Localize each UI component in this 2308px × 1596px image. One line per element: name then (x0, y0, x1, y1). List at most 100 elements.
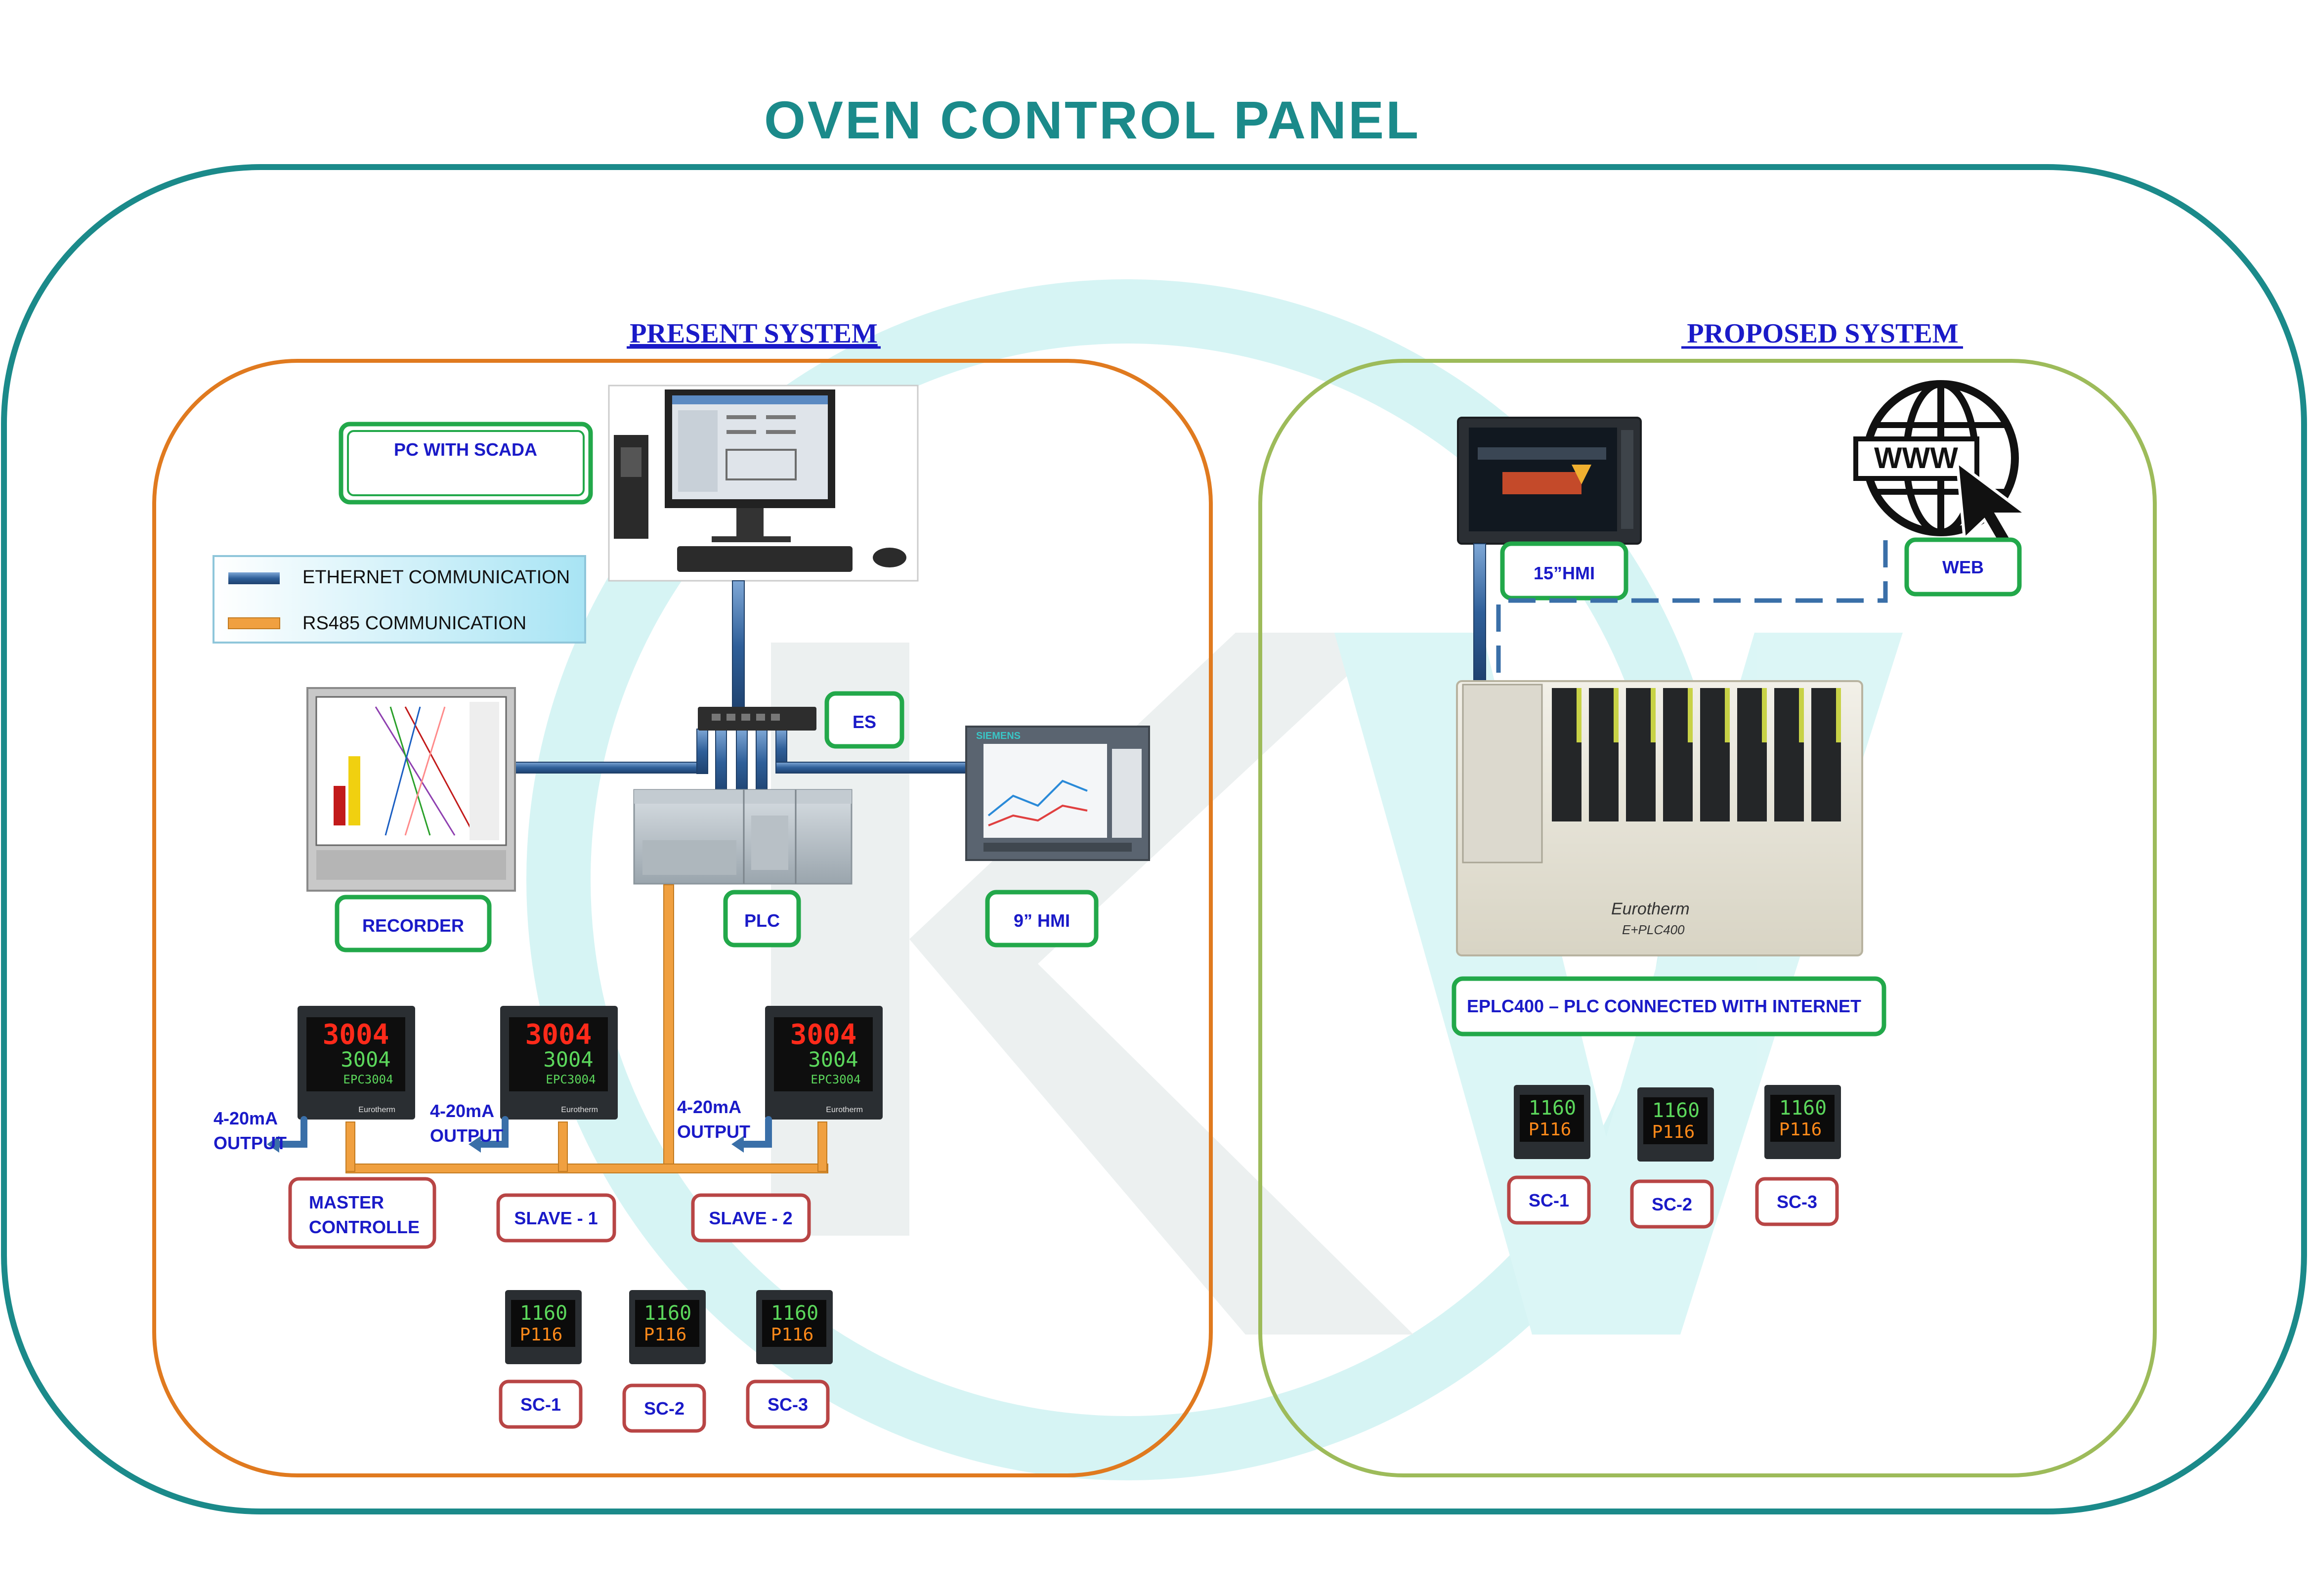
slave-1-brand: Eurotherm (561, 1106, 598, 1114)
hmi-15-image (1457, 417, 1642, 545)
proposed-sc-1-image: 1160 P116 (1514, 1085, 1590, 1159)
master-display-bottom: 3004 (341, 1047, 390, 1072)
master-controller-image: 3004 3004 EPC3004 Eurotherm (298, 1006, 415, 1120)
slave-2-display-bottom: 3004 (808, 1047, 858, 1072)
web-label: WEB (1942, 557, 1984, 577)
master-controller-label-line1: MASTER (309, 1192, 384, 1212)
present-sc-1-image: 1160 P116 (505, 1290, 582, 1364)
present-sc-1-label-box[interactable] (499, 1380, 583, 1429)
web-label-box[interactable] (1904, 537, 2022, 597)
plc-label-box[interactable] (723, 890, 801, 948)
hmi-15-label-box[interactable] (1500, 541, 1628, 601)
slave-1-display-bottom: 3004 (543, 1047, 593, 1072)
eplc400-model: E+PLC400 (1622, 922, 1685, 937)
es-label-box[interactable] (824, 691, 904, 749)
slave-2-display-top: 3004 (790, 1019, 857, 1051)
www-globe-icon: WWW (1853, 380, 2031, 552)
proposed-sc-2-display-top: 1160 (1652, 1099, 1700, 1122)
ethernet-switch-image (698, 707, 816, 731)
proposed-sc-2-label-box[interactable] (1630, 1179, 1714, 1229)
hmi-9-label-box[interactable] (985, 890, 1099, 948)
proposed-sc-3-display-top: 1160 (1779, 1097, 1827, 1120)
present-sc-2-display-top: 1160 (644, 1302, 691, 1325)
eplc400-brand: Eurotherm (1611, 900, 1690, 918)
slave-1-display-top: 3004 (525, 1019, 592, 1051)
slave-2-label-box[interactable] (691, 1193, 811, 1243)
present-sc-1-display-bottom: P116 (520, 1325, 563, 1345)
proposed-sc-1-display-bottom: P116 (1529, 1120, 1572, 1140)
legend-rs485-swatch (228, 617, 280, 629)
present-sc-2-display-bottom: P116 (644, 1325, 687, 1345)
present-system-panel (152, 359, 1213, 1477)
proposed-sc-1-display-top: 1160 (1529, 1097, 1576, 1120)
master-display-top: 3004 (323, 1019, 389, 1051)
analog-output-arrows (273, 1116, 772, 1148)
plc-label: PLC (744, 910, 780, 931)
eplc400-label-box[interactable] (1452, 976, 1886, 1036)
proposed-sc-3-label: SC-3 (1777, 1192, 1817, 1212)
present-sc-3-display-top: 1160 (771, 1302, 818, 1325)
slave-1-label: SLAVE - 1 (514, 1208, 598, 1228)
proposed-sc-1-label-box[interactable] (1507, 1175, 1591, 1225)
output-label-master-top: 4-20mA (214, 1108, 278, 1128)
present-sc-3-display-bottom: P116 (771, 1325, 814, 1345)
proposed-sc-3-display-bottom: P116 (1779, 1120, 1822, 1140)
slave-2-brand: Eurotherm (826, 1106, 863, 1114)
ethernet-links-present (510, 580, 967, 796)
output-label-slave1-top: 4-20mA (430, 1101, 494, 1121)
recorder-label: RECORDER (362, 915, 464, 936)
hmi-9-label: 9” HMI (1014, 910, 1070, 931)
present-system-heading[interactable]: PRESENT SYSTEM (630, 318, 878, 349)
slave-2-label: SLAVE - 2 (709, 1208, 792, 1228)
pc-label-inner-border (347, 430, 585, 496)
es-label: ES (853, 712, 876, 732)
legend-rs485-label: RS485 COMMUNICATION (302, 613, 526, 634)
master-display-model: EPC3004 (343, 1073, 393, 1086)
analog-output-arrowheads (267, 1136, 744, 1153)
present-sc-1-label: SC-1 (520, 1394, 561, 1415)
www-text: WWW (1874, 441, 1958, 474)
pc-with-scada-label-box[interactable] (339, 422, 593, 505)
proposed-sc-3-label-box[interactable] (1755, 1177, 1839, 1226)
proposed-system-heading[interactable]: PROPOSED SYSTEM (1687, 318, 1958, 349)
present-sc-1-display-top: 1160 (520, 1302, 567, 1325)
ethernet-link-hmi15-eplc (1473, 543, 1486, 683)
master-controller-label-box[interactable] (288, 1177, 436, 1249)
hmi-9-image: SIEMENS (965, 726, 1150, 861)
present-sc-3-label-box[interactable] (746, 1380, 830, 1429)
eplc400-image: Eurotherm E+PLC400 (1456, 680, 1863, 956)
proposed-system-panel (1258, 359, 2157, 1477)
present-sc-3-image: 1160 P116 (756, 1290, 833, 1364)
slave-1-display-model: EPC3004 (546, 1073, 596, 1086)
output-label-slave1-bottom: OUTPUT (430, 1125, 503, 1146)
proposed-sc-3-image: 1160 P116 (1764, 1085, 1841, 1159)
slave-2-controller-image: 3004 3004 EPC3004 Eurotherm (765, 1006, 883, 1120)
output-label-master-bottom: OUTPUT (214, 1133, 287, 1153)
outer-frame (1, 164, 2307, 1514)
page-title: OVEN CONTROL PANEL (764, 90, 1420, 150)
proposed-sc-2-display-bottom: P116 (1652, 1122, 1695, 1142)
slave-1-controller-image: 3004 3004 EPC3004 Eurotherm (500, 1006, 618, 1120)
proposed-sc-2-label: SC-2 (1652, 1194, 1692, 1214)
present-sc-3-label: SC-3 (768, 1394, 808, 1415)
slave-1-label-box[interactable] (496, 1193, 616, 1243)
hmi-9-brand: SIEMENS (976, 731, 1021, 741)
plc-image (633, 789, 853, 885)
master-brand: Eurotherm (358, 1106, 395, 1114)
eplc400-label: EPLC400 – PLC CONNECTED WITH INTERNET (1467, 996, 1861, 1016)
proposed-sc-2-image: 1160 P116 (1637, 1087, 1714, 1162)
output-label-slave2-bottom: OUTPUT (677, 1122, 750, 1142)
legend: ETHERNET COMMUNICATION RS485 COMMUNICATI… (213, 555, 586, 644)
slave-2-display-model: EPC3004 (811, 1073, 860, 1086)
proposed-sc-1-label: SC-1 (1529, 1190, 1569, 1210)
present-sc-2-label-box[interactable] (622, 1383, 706, 1433)
recorder-label-box[interactable] (335, 895, 492, 952)
output-label-slave2-top: 4-20mA (677, 1097, 741, 1117)
recorder-image (306, 687, 516, 892)
rs485-links (345, 884, 828, 1173)
present-sc-2-image: 1160 P116 (629, 1290, 706, 1364)
legend-ethernet-swatch (228, 572, 280, 584)
present-sc-2-label: SC-2 (644, 1398, 684, 1419)
internet-link-dashed (1496, 540, 1888, 682)
